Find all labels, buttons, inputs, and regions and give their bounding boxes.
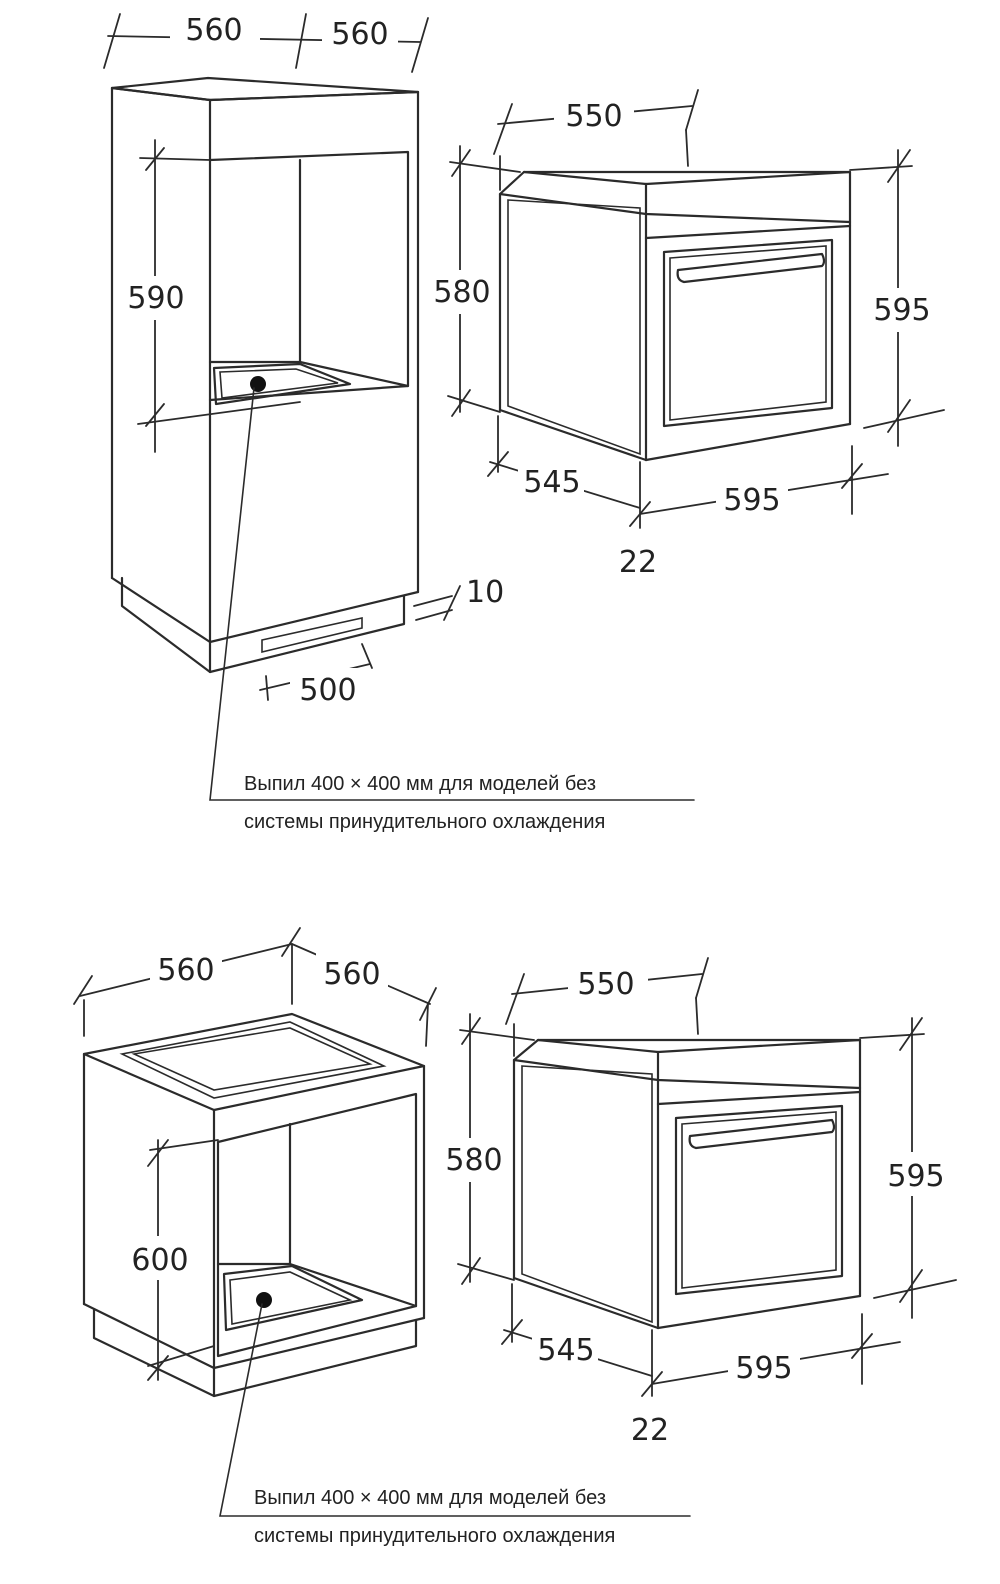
bottom-oven-width-label: 595 <box>735 1351 792 1386</box>
top-cabinet-dimensions: 560 560 590 10 500 <box>103 10 504 708</box>
bottom-oven-inner-depth-label: 545 <box>537 1333 594 1368</box>
bottom-note: Выпил 400 × 400 мм для моделей без систе… <box>219 1303 691 1547</box>
door-offset-label: 22 <box>619 545 657 580</box>
bottom-oven-dimensions: 550 580 595 545 595 22 <box>438 957 957 1448</box>
plinth-opening-label: 500 <box>299 673 356 708</box>
plinth-gap-label: 10 <box>466 575 504 610</box>
oven-width-label: 595 <box>723 483 780 518</box>
oven-depth-label: 550 <box>565 99 622 134</box>
top-oven-dimensions: 550 580 595 545 595 22 <box>426 89 945 580</box>
bottom-door-offset-label: 22 <box>631 1413 669 1448</box>
oven-height-label: 580 <box>433 275 490 310</box>
bottom-oven-height-label: 580 <box>445 1143 502 1178</box>
bottom-cabinet-width-label: 560 <box>157 953 214 988</box>
oven-inner-depth-label: 545 <box>523 465 580 500</box>
top-tall-cabinet <box>110 76 420 674</box>
oven-total-height-label: 595 <box>873 293 930 328</box>
vent-hole-marker-bottom <box>256 1292 272 1308</box>
bottom-note-line1: Выпил 400 × 400 мм для моделей без <box>254 1487 606 1509</box>
bottom-note-line2: системы принудительного охлаждения <box>254 1525 615 1547</box>
top-note-line2: системы принудительного охлаждения <box>244 811 605 833</box>
bottom-oven <box>512 1038 862 1330</box>
top-note-line1: Выпил 400 × 400 мм для моделей без <box>244 773 596 795</box>
cabinet-width-label: 560 <box>185 13 242 48</box>
top-oven <box>498 170 852 462</box>
bottom-cabinet-dimensions: 560 560 600 <box>73 927 437 1381</box>
niche-height-label: 590 <box>127 281 184 316</box>
cabinet-depth-label: 560 <box>331 17 388 52</box>
top-note: Выпил 400 × 400 мм для моделей без систе… <box>209 387 695 833</box>
bottom-base-cabinet <box>82 1012 426 1398</box>
bottom-oven-total-height-label: 595 <box>887 1159 944 1194</box>
bottom-cabinet-depth-label: 560 <box>323 957 380 992</box>
bottom-oven-depth-label: 550 <box>577 967 634 1002</box>
vent-hole-marker <box>250 376 266 392</box>
bottom-niche-height-label: 600 <box>131 1243 188 1278</box>
